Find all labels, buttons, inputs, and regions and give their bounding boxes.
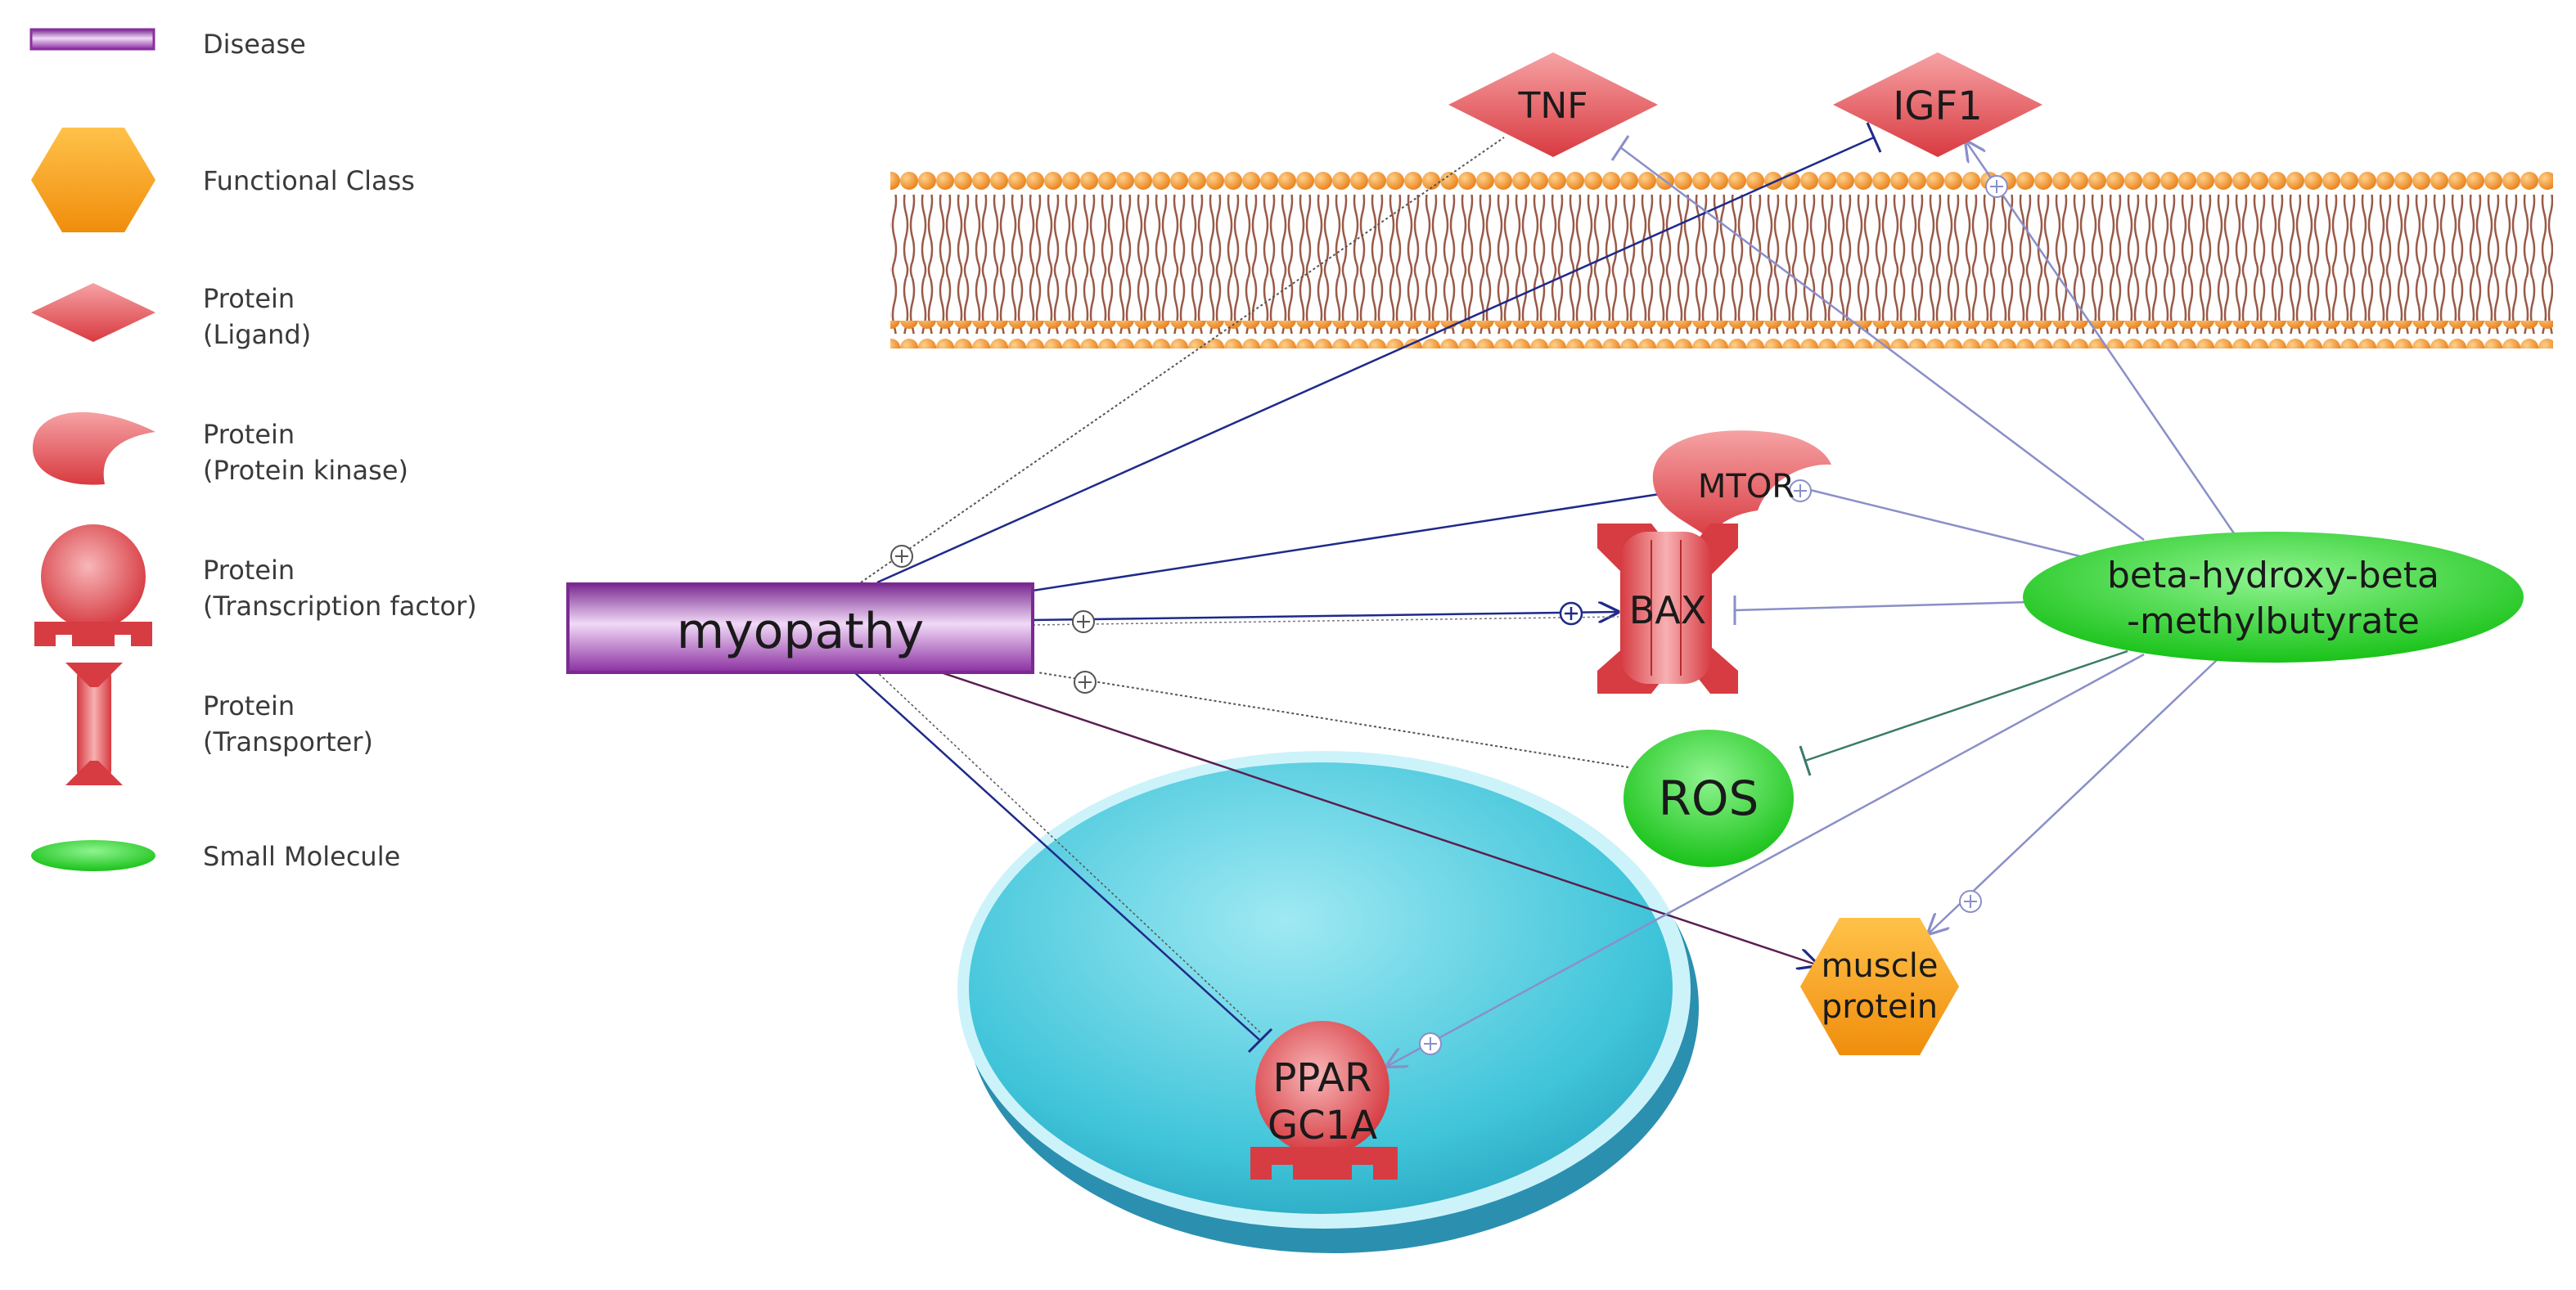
legend-ligand: Protein (Ligand) bbox=[31, 283, 311, 350]
node-bax[interactable]: BAX bbox=[1597, 524, 1738, 694]
legend-transporter-line2: (Transporter) bbox=[203, 726, 373, 757]
node-muscle-protein-line2: protein bbox=[1822, 988, 1938, 1026]
edge-myopathy-ppargc1a bbox=[852, 670, 1261, 1041]
edge-hmb-muscle-protein bbox=[1928, 658, 2218, 934]
node-muscle-protein-line1: muscle bbox=[1822, 947, 1939, 985]
diamond-icon bbox=[1833, 52, 2042, 157]
edge-myopathy-igf1 bbox=[876, 136, 1875, 584]
plus-circle-icon bbox=[1074, 671, 1097, 694]
legend-ligand-line2: (Ligand) bbox=[203, 319, 311, 350]
legend-kinase-line1: Protein bbox=[203, 419, 295, 450]
transporter-icon bbox=[1597, 524, 1738, 694]
edge-hmb-tnf bbox=[1619, 146, 2145, 541]
legend-disease: Disease bbox=[29, 28, 306, 60]
legend-kinase: Protein (Protein kinase) bbox=[33, 411, 408, 486]
legend-kinase-line2: (Protein kinase) bbox=[203, 455, 408, 486]
edge-myopathy-muscle-protein bbox=[925, 666, 1818, 965]
plus-circle-icon bbox=[890, 545, 913, 568]
node-muscle-protein[interactable]: muscle protein bbox=[1800, 918, 1959, 1055]
small-molecule-icon bbox=[2023, 532, 2524, 663]
inhibit-bar-tnf bbox=[1610, 135, 1630, 161]
node-ros-label: ROS bbox=[1659, 771, 1759, 826]
kinase-icon bbox=[1652, 430, 1831, 540]
edge-ros-myopathy bbox=[1037, 672, 1629, 768]
node-hmb[interactable]: beta-hydroxy-beta -methylbutyrate bbox=[2023, 532, 2524, 663]
edge-hmb-ros bbox=[1804, 649, 2128, 762]
node-myopathy[interactable]: myopathy bbox=[566, 582, 1034, 674]
diamond-legend-icon bbox=[31, 283, 155, 342]
plus-circle-icon bbox=[1959, 890, 1982, 913]
node-ppargc1a-line2: GC1A bbox=[1268, 1103, 1377, 1148]
disease-legend-icon bbox=[29, 28, 155, 51]
edge-annotations bbox=[890, 175, 2008, 1055]
node-mtor-label: MTOR bbox=[1698, 468, 1795, 506]
node-ppargc1a-line1: PPAR bbox=[1272, 1055, 1371, 1101]
edge-hmb-mtor bbox=[1799, 486, 2087, 560]
legend-transporter-line1: Protein bbox=[203, 690, 295, 721]
legend-ligand-line1: Protein bbox=[203, 283, 295, 314]
transporter-legend-icon bbox=[65, 663, 123, 785]
small-molecule-icon bbox=[1624, 730, 1794, 867]
hexagon-icon bbox=[1800, 918, 1959, 1055]
edge-myopathy-mtor bbox=[1032, 492, 1660, 592]
cell-membrane bbox=[890, 165, 2553, 348]
node-ros[interactable]: ROS bbox=[1624, 730, 1794, 867]
ellipse-legend-icon bbox=[31, 840, 155, 871]
disease-icon bbox=[566, 582, 1034, 674]
legend-functional-class-label: Functional Class bbox=[203, 165, 415, 196]
legend-small-molecule-label: Small Molecule bbox=[203, 841, 400, 872]
node-hmb-label-line1: beta-hydroxy-beta bbox=[2107, 555, 2439, 596]
node-hmb-label-line2: -methylbutyrate bbox=[2127, 600, 2420, 642]
nucleus bbox=[957, 751, 1699, 1253]
transcription-factor-icon bbox=[1250, 1021, 1398, 1180]
inhibit-bar-igf1 bbox=[1866, 122, 1882, 153]
legend-functional-class: Functional Class bbox=[31, 128, 415, 232]
node-igf1-label: IGF1 bbox=[1893, 83, 1983, 129]
legend-disease-label: Disease bbox=[203, 29, 306, 60]
kinase-legend-icon bbox=[33, 411, 155, 485]
node-ppargc1a[interactable]: PPAR GC1A bbox=[1250, 1021, 1398, 1180]
inhibit-bar-ros bbox=[1799, 745, 1812, 776]
legend-tf-line1: Protein bbox=[203, 555, 295, 586]
edge-hmb-igf1 bbox=[1966, 141, 2236, 534]
node-mtor[interactable]: MTOR bbox=[1652, 430, 1831, 540]
node-bax-label: BAX bbox=[1629, 588, 1707, 632]
legend-small-molecule: Small Molecule bbox=[31, 840, 400, 872]
edge-hmb-bax bbox=[1734, 600, 2030, 612]
edge-myopathy-bax bbox=[1032, 612, 1619, 620]
legend-transcription-factor: Protein (Transcription factor) bbox=[34, 524, 477, 646]
plus-circle-icon bbox=[1789, 479, 1812, 502]
plus-circle-icon bbox=[1559, 601, 1583, 626]
edges bbox=[852, 122, 2236, 1067]
plus-circle-icon bbox=[1419, 1032, 1442, 1055]
node-tnf[interactable]: TNF bbox=[1448, 52, 1658, 157]
edge-hmb-ppargc1a bbox=[1386, 653, 2145, 1067]
legend: Disease Functional Class Protein (Ligand… bbox=[29, 28, 477, 872]
plus-circle-icon bbox=[1072, 610, 1095, 633]
node-myopathy-label: myopathy bbox=[677, 603, 925, 660]
diamond-icon bbox=[1448, 52, 1658, 157]
plus-circle-icon bbox=[1985, 175, 2008, 198]
node-tnf-label: TNF bbox=[1517, 85, 1587, 127]
hexagon-legend-icon bbox=[31, 128, 155, 232]
edge-myopathy-bax-dotted bbox=[1032, 616, 1619, 626]
legend-transporter: Protein (Transporter) bbox=[65, 663, 373, 785]
inhibit-bar-ppargc1a bbox=[1247, 1027, 1273, 1054]
node-igf1[interactable]: IGF1 bbox=[1833, 52, 2042, 157]
transcription-factor-legend-icon bbox=[34, 524, 152, 646]
legend-tf-line2: (Transcription factor) bbox=[203, 591, 477, 622]
